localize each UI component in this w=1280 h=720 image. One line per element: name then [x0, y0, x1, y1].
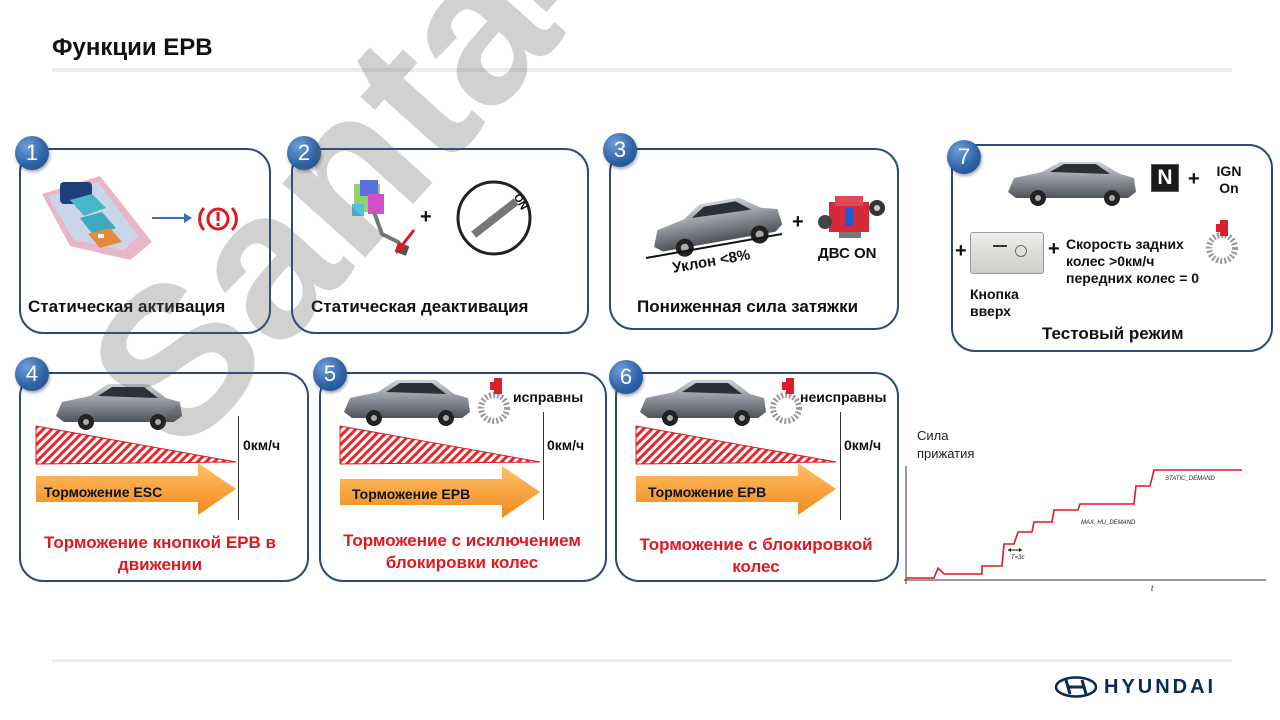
- brake-pedal-icon: [352, 180, 416, 256]
- panel-number-badge: 5: [313, 357, 347, 391]
- interval-label: T=3c: [1011, 555, 1025, 561]
- panel-number-badge: 2: [287, 136, 321, 170]
- brake-warning-icon: [198, 206, 238, 232]
- parking-button-icon: [42, 176, 152, 260]
- braking-arrow-label: Торможение ESC: [44, 484, 163, 500]
- sensor-status-label: исправны: [513, 389, 584, 405]
- wheel-sensor-icon: [1206, 220, 1238, 264]
- car-image: [640, 380, 766, 426]
- switch-p-icon: [1015, 245, 1027, 257]
- hyundai-logo-icon: [1054, 676, 1098, 698]
- plus-sign: +: [792, 211, 804, 233]
- ign-on-label: IGN On: [1216, 163, 1242, 196]
- plus-sign: +: [1048, 238, 1060, 260]
- panel-number-badge: 3: [603, 133, 637, 167]
- panel-number-badge: 1: [15, 136, 49, 170]
- sensor-status-label: неисправны: [800, 389, 887, 405]
- panel-caption: Торможение кнопкой EPB в движении: [44, 533, 276, 574]
- panel-caption: Торможение с исключением блокировки коле…: [343, 531, 581, 572]
- gear-neutral-letter: N: [1157, 166, 1173, 189]
- zero-speed-label: 0км/ч: [243, 437, 281, 453]
- arrow-right-icon: [152, 213, 192, 223]
- deceleration-wedge: [339, 425, 541, 465]
- stop-line: [238, 416, 239, 520]
- ignition-switch-icon: [456, 180, 532, 256]
- brand-wordmark: HYUNDAI: [1104, 676, 1217, 698]
- button-up-label: Кнопка вверх: [970, 286, 1019, 319]
- panel-number-badge: 4: [15, 357, 49, 391]
- wheel-sensor-icon: [478, 378, 510, 424]
- chart-y-label: Сила прижатия: [917, 428, 975, 461]
- car-on-slope-image: [645, 197, 783, 259]
- panel-caption: Тестовый режим: [1042, 324, 1184, 343]
- panel-caption: Статическая активация: [28, 297, 226, 316]
- clamping-force-chart: [904, 466, 1266, 584]
- deceleration-wedge: [635, 425, 837, 465]
- zero-speed-label: 0км/ч: [844, 437, 882, 453]
- title-divider: [52, 68, 1232, 72]
- braking-arrow: [340, 466, 540, 518]
- car-image: [1008, 162, 1136, 206]
- panel-caption: Пониженная сила затяжки: [637, 297, 859, 316]
- page-title: Функции EPB: [52, 34, 213, 61]
- engine-icon: [818, 196, 885, 238]
- speed-condition-label: Скорость задних колес >0км/ч передних ко…: [1066, 236, 1200, 286]
- engine-on-label: ДВС ON: [818, 245, 877, 262]
- max-hu-demand-label: MAX_HU_DEMAND: [1081, 520, 1136, 526]
- braking-arrow: [636, 463, 836, 515]
- switch-minus-icon: [993, 245, 1007, 247]
- panel-number-badge: 6: [609, 360, 643, 394]
- car-image: [344, 380, 470, 426]
- plus-sign: +: [955, 240, 967, 262]
- stop-line: [543, 412, 544, 520]
- braking-arrow: [36, 463, 236, 515]
- car-image: [56, 384, 182, 430]
- footer-divider: [52, 659, 1232, 662]
- stop-line: [840, 412, 841, 520]
- clamping-force-line: [906, 469, 1242, 579]
- epb-switch-image: [970, 232, 1044, 274]
- wheel-sensor-icon: [770, 378, 802, 424]
- zero-speed-label: 0км/ч: [547, 437, 585, 453]
- plus-sign: +: [1188, 168, 1200, 190]
- gear-neutral-icon: N: [1151, 164, 1179, 192]
- panel-caption: Торможение с блокировкой колес: [639, 535, 873, 576]
- panel-number-badge: 7: [947, 140, 981, 174]
- braking-arrow-label: Торможение EPB: [648, 484, 767, 500]
- static-demand-label: STATIC_DEMAND: [1165, 476, 1215, 482]
- panel-static-deactivation: [291, 148, 589, 334]
- braking-arrow-label: Торможение EPB: [352, 486, 471, 502]
- deceleration-wedge: [35, 425, 237, 465]
- plus-sign: +: [420, 206, 432, 228]
- panel-caption: Статическая деактивация: [311, 297, 529, 316]
- chart-x-label: t: [1151, 584, 1154, 593]
